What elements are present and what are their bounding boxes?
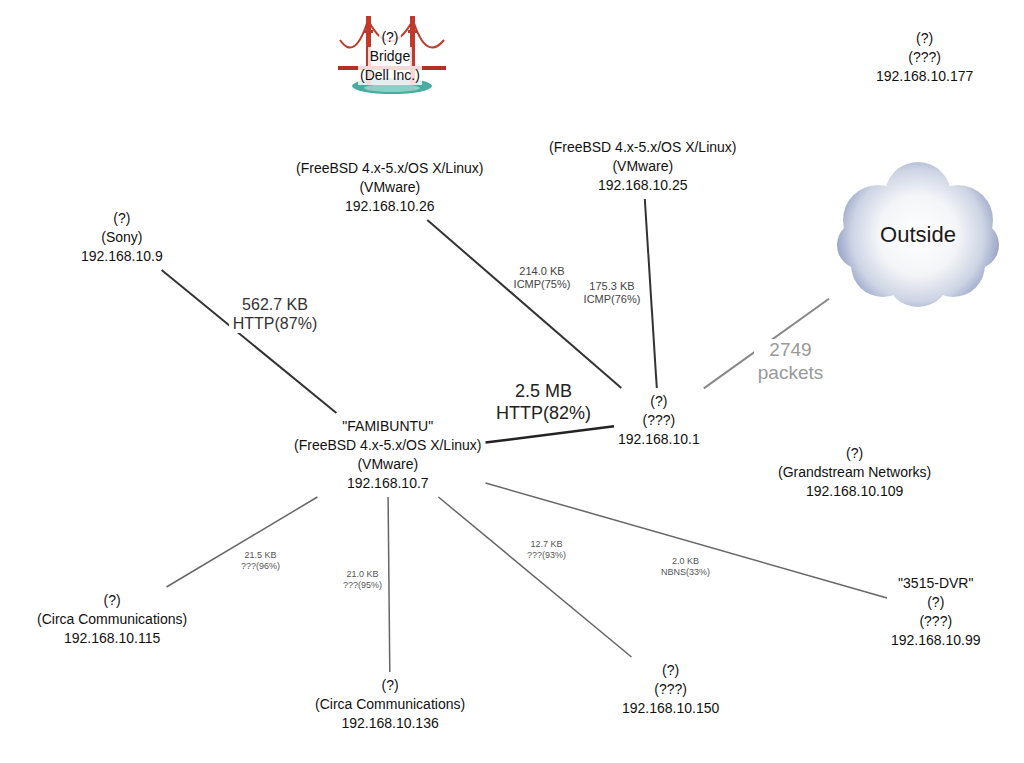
host-node: "FAMIBUNTU"(FreeBSD 4.x-5.x/OS X/Linux)(… [294, 417, 482, 493]
host-label: (VMware) [294, 455, 482, 474]
bridge-node: (?)Bridge(Dell Inc.) [358, 28, 422, 85]
traffic-link [704, 299, 829, 389]
traffic-link [388, 497, 390, 672]
host-label: (?) [891, 593, 981, 612]
host-node: (?)(Grandstream Networks)192.168.10.109 [778, 444, 931, 501]
traffic-link [438, 497, 631, 657]
host-node: (FreeBSD 4.x-5.x/OS X/Linux)(VMware)192.… [549, 138, 737, 195]
traffic-label: 2.0 KB NBNS(33%) [657, 556, 714, 578]
host-node: (?)(???)192.168.10.177 [876, 29, 973, 86]
host-label: 192.168.10.9 [81, 247, 163, 266]
host-node: (?)(Circa Communications)192.168.10.115 [37, 591, 187, 648]
host-node: (?)(Circa Communications)192.168.10.136 [315, 676, 465, 733]
traffic-label: 21.0 KB ???(95%) [339, 569, 386, 591]
host-label: (?) [876, 29, 973, 48]
traffic-link [486, 483, 888, 598]
host-label: 192.168.10.136 [315, 714, 465, 733]
cloud-node: Outside [833, 160, 1003, 310]
host-label: (?) [778, 444, 931, 463]
host-label: 192.168.10.1 [618, 430, 700, 449]
traffic-link [645, 199, 657, 388]
traffic-link [162, 270, 337, 413]
host-label: (VMware) [296, 178, 484, 197]
host-label: 192.168.10.177 [876, 67, 973, 86]
host-label: (FreeBSD 4.x-5.x/OS X/Linux) [296, 159, 484, 178]
host-label: (?) [622, 661, 719, 680]
host-label: 192.168.10.99 [891, 631, 981, 650]
host-label: (Dell Inc.) [358, 66, 422, 85]
host-label: 192.168.10.7 [294, 474, 482, 493]
host-label: 192.168.10.26 [296, 197, 484, 216]
host-label: "FAMIBUNTU" [294, 417, 482, 436]
bridge-icon [338, 16, 446, 94]
host-node: "3515-DVR"(?)(???)192.168.10.99 [891, 574, 981, 650]
host-label: (Sony) [81, 228, 163, 247]
host-label: 192.168.10.115 [37, 629, 187, 648]
traffic-label: 214.0 KB ICMP(75%) [510, 265, 574, 291]
host-label: (FreeBSD 4.x-5.x/OS X/Linux) [294, 436, 482, 455]
traffic-label: 2749 packets [754, 339, 827, 385]
host-node: (?)(Sony)192.168.10.9 [81, 209, 163, 266]
traffic-link [486, 426, 615, 442]
host-label: (?) [315, 676, 465, 695]
host-node: (?)(???)192.168.10.150 [622, 661, 719, 718]
host-label: (VMware) [549, 157, 737, 176]
host-label: (???) [618, 411, 700, 430]
traffic-label: 175.3 KB ICMP(76%) [580, 280, 644, 306]
traffic-label: 562.7 KB HTTP(87%) [229, 295, 321, 333]
cloud-label: Outside [880, 222, 956, 248]
host-label: (???) [622, 680, 719, 699]
host-label: (?) [618, 392, 700, 411]
host-label: (???) [876, 48, 973, 67]
traffic-label: 21.5 KB ???(96%) [237, 550, 284, 572]
host-label: (Circa Communications) [315, 695, 465, 714]
traffic-link [167, 497, 318, 587]
host-label: (?) [379, 28, 400, 47]
host-label: Bridge [368, 47, 412, 66]
host-label: (?) [37, 591, 187, 610]
host-label: (Grandstream Networks) [778, 463, 931, 482]
host-label: 192.168.10.109 [778, 482, 931, 501]
host-node: (?)(???)192.168.10.1 [618, 392, 700, 449]
host-label: "3515-DVR" [891, 574, 981, 593]
host-label: (?) [81, 209, 163, 228]
host-label: (???) [891, 612, 981, 631]
host-node: (FreeBSD 4.x-5.x/OS X/Linux)(VMware)192.… [296, 159, 484, 216]
traffic-label: 2.5 MB HTTP(82%) [492, 381, 595, 424]
host-label: (Circa Communications) [37, 610, 187, 629]
host-label: 192.168.10.150 [622, 699, 719, 718]
traffic-label: 12.7 KB ???(93%) [523, 539, 570, 561]
host-label: (FreeBSD 4.x-5.x/OS X/Linux) [549, 138, 737, 157]
host-label: 192.168.10.25 [549, 176, 737, 195]
